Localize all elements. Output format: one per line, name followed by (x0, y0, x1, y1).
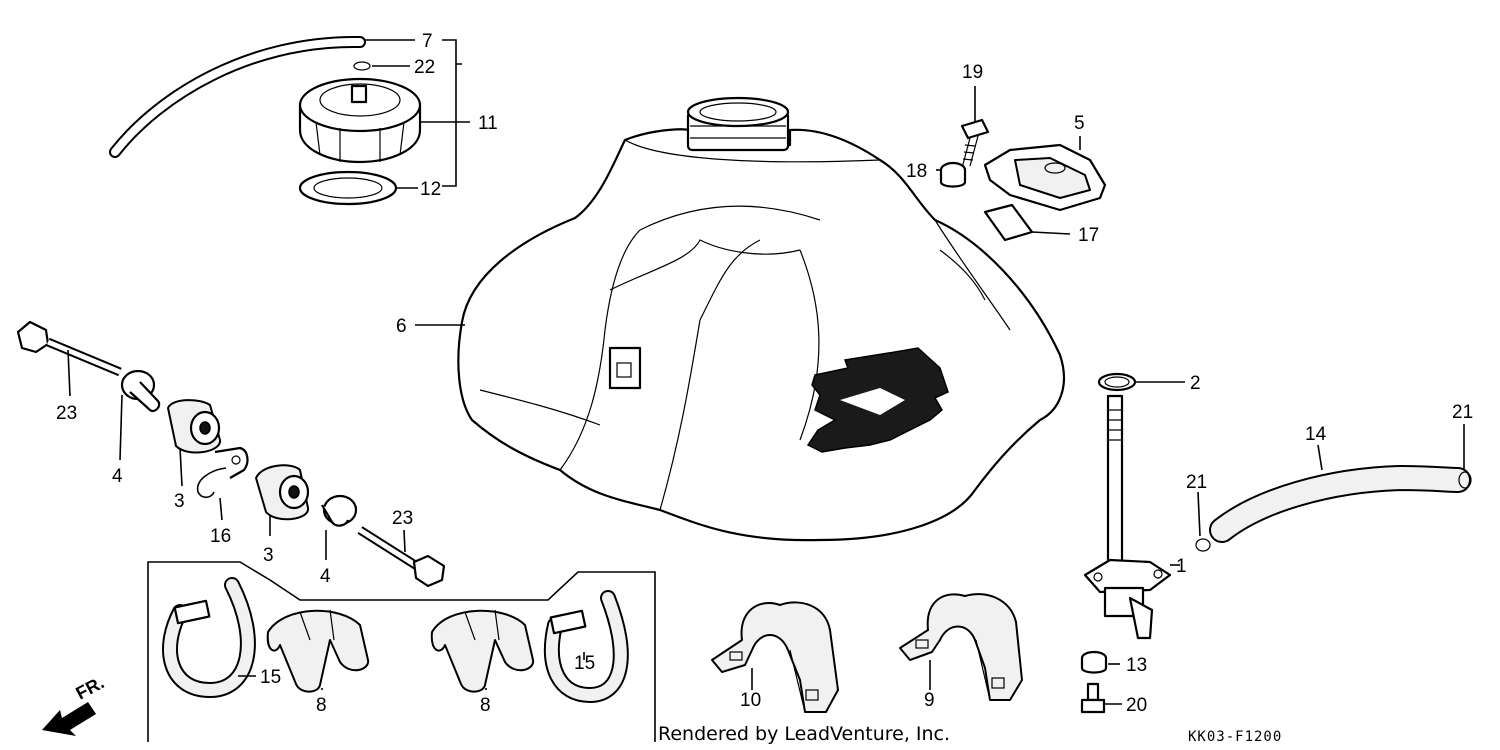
callout-16: 16 (210, 526, 231, 547)
fuel-valve[interactable] (1083, 394, 1172, 640)
render-credit: Rendered by LeadVenture, Inc. (658, 723, 950, 745)
rubber-mount-upper[interactable] (167, 399, 221, 454)
callout-15-right: 15 (574, 653, 595, 674)
kit-box-outline (147, 561, 656, 742)
callout-5: 5 (1074, 113, 1085, 134)
callout-19: 19 (962, 62, 983, 83)
collar-lower[interactable] (321, 494, 358, 527)
callout-4-upper: 4 (112, 466, 123, 487)
front-direction-label: FR. (72, 672, 107, 703)
collar-upper[interactable] (120, 369, 161, 413)
rubber-mount-lower[interactable] (255, 464, 310, 521)
tank-cushion-9[interactable] (899, 593, 1023, 701)
callout-15-left: 15 (260, 667, 281, 688)
bolt-19[interactable] (960, 118, 990, 169)
mount-bolt-upper[interactable] (16, 320, 122, 377)
callout-9: 9 (924, 690, 935, 711)
callout-1: 1 (1176, 556, 1187, 577)
fuel-hose[interactable] (1209, 464, 1471, 543)
diagram-code: KK03-F1200 (1188, 729, 1282, 745)
rubber-pad[interactable] (983, 203, 1034, 242)
tank-band-left[interactable] (162, 577, 256, 699)
callout-22: 22 (414, 57, 435, 78)
tank-cushion-10[interactable] (711, 601, 839, 713)
breather-hose[interactable] (109, 35, 366, 158)
callout-23-upper: 23 (56, 403, 77, 424)
tank-band-right[interactable] (543, 590, 629, 704)
callout-13: 13 (1126, 655, 1147, 676)
clip-part[interactable] (353, 61, 371, 71)
fuel-tank[interactable] (457, 96, 1065, 542)
mount-bolt-lower[interactable] (357, 526, 446, 588)
callout-2: 2 (1190, 373, 1201, 394)
drain-cap-13[interactable] (1080, 650, 1108, 674)
cap-gasket[interactable] (298, 170, 398, 206)
callout-11: 11 (478, 113, 498, 134)
callout-21-right: 21 (1452, 402, 1473, 423)
front-direction-arrow (42, 702, 96, 736)
callout-3-lower: 3 (263, 545, 274, 566)
callout-3-upper: 3 (174, 491, 185, 512)
o-ring[interactable] (1097, 372, 1137, 392)
collar-18[interactable] (939, 161, 967, 188)
callout-17: 17 (1078, 225, 1099, 246)
callout-23-lower: 23 (392, 508, 413, 529)
fuel-cap[interactable] (298, 77, 422, 164)
hose-hook[interactable] (196, 446, 249, 499)
band-cushion-right[interactable] (430, 609, 535, 693)
callout-bracket-cap (442, 39, 462, 187)
callout-14: 14 (1305, 424, 1327, 445)
callout-10: 10 (740, 690, 761, 711)
callout-12: 12 (420, 179, 441, 200)
band-cushion-left[interactable] (266, 609, 370, 693)
leader-lines (67, 39, 1465, 705)
callout-21-left: 21 (1186, 472, 1207, 493)
hose-clip-21a[interactable] (1195, 538, 1211, 552)
callout-8-left: 8 (316, 695, 327, 716)
callout-8-right: 8 (480, 695, 491, 716)
callout-7: 7 (422, 31, 433, 52)
hose-clip-21b[interactable] (1458, 471, 1472, 489)
tank-bracket[interactable] (983, 143, 1107, 212)
screw-20[interactable] (1080, 682, 1106, 714)
callout-20: 20 (1126, 695, 1147, 716)
callout-6: 6 (396, 316, 407, 337)
callout-4-lower: 4 (320, 566, 331, 587)
callout-18: 18 (906, 161, 927, 182)
